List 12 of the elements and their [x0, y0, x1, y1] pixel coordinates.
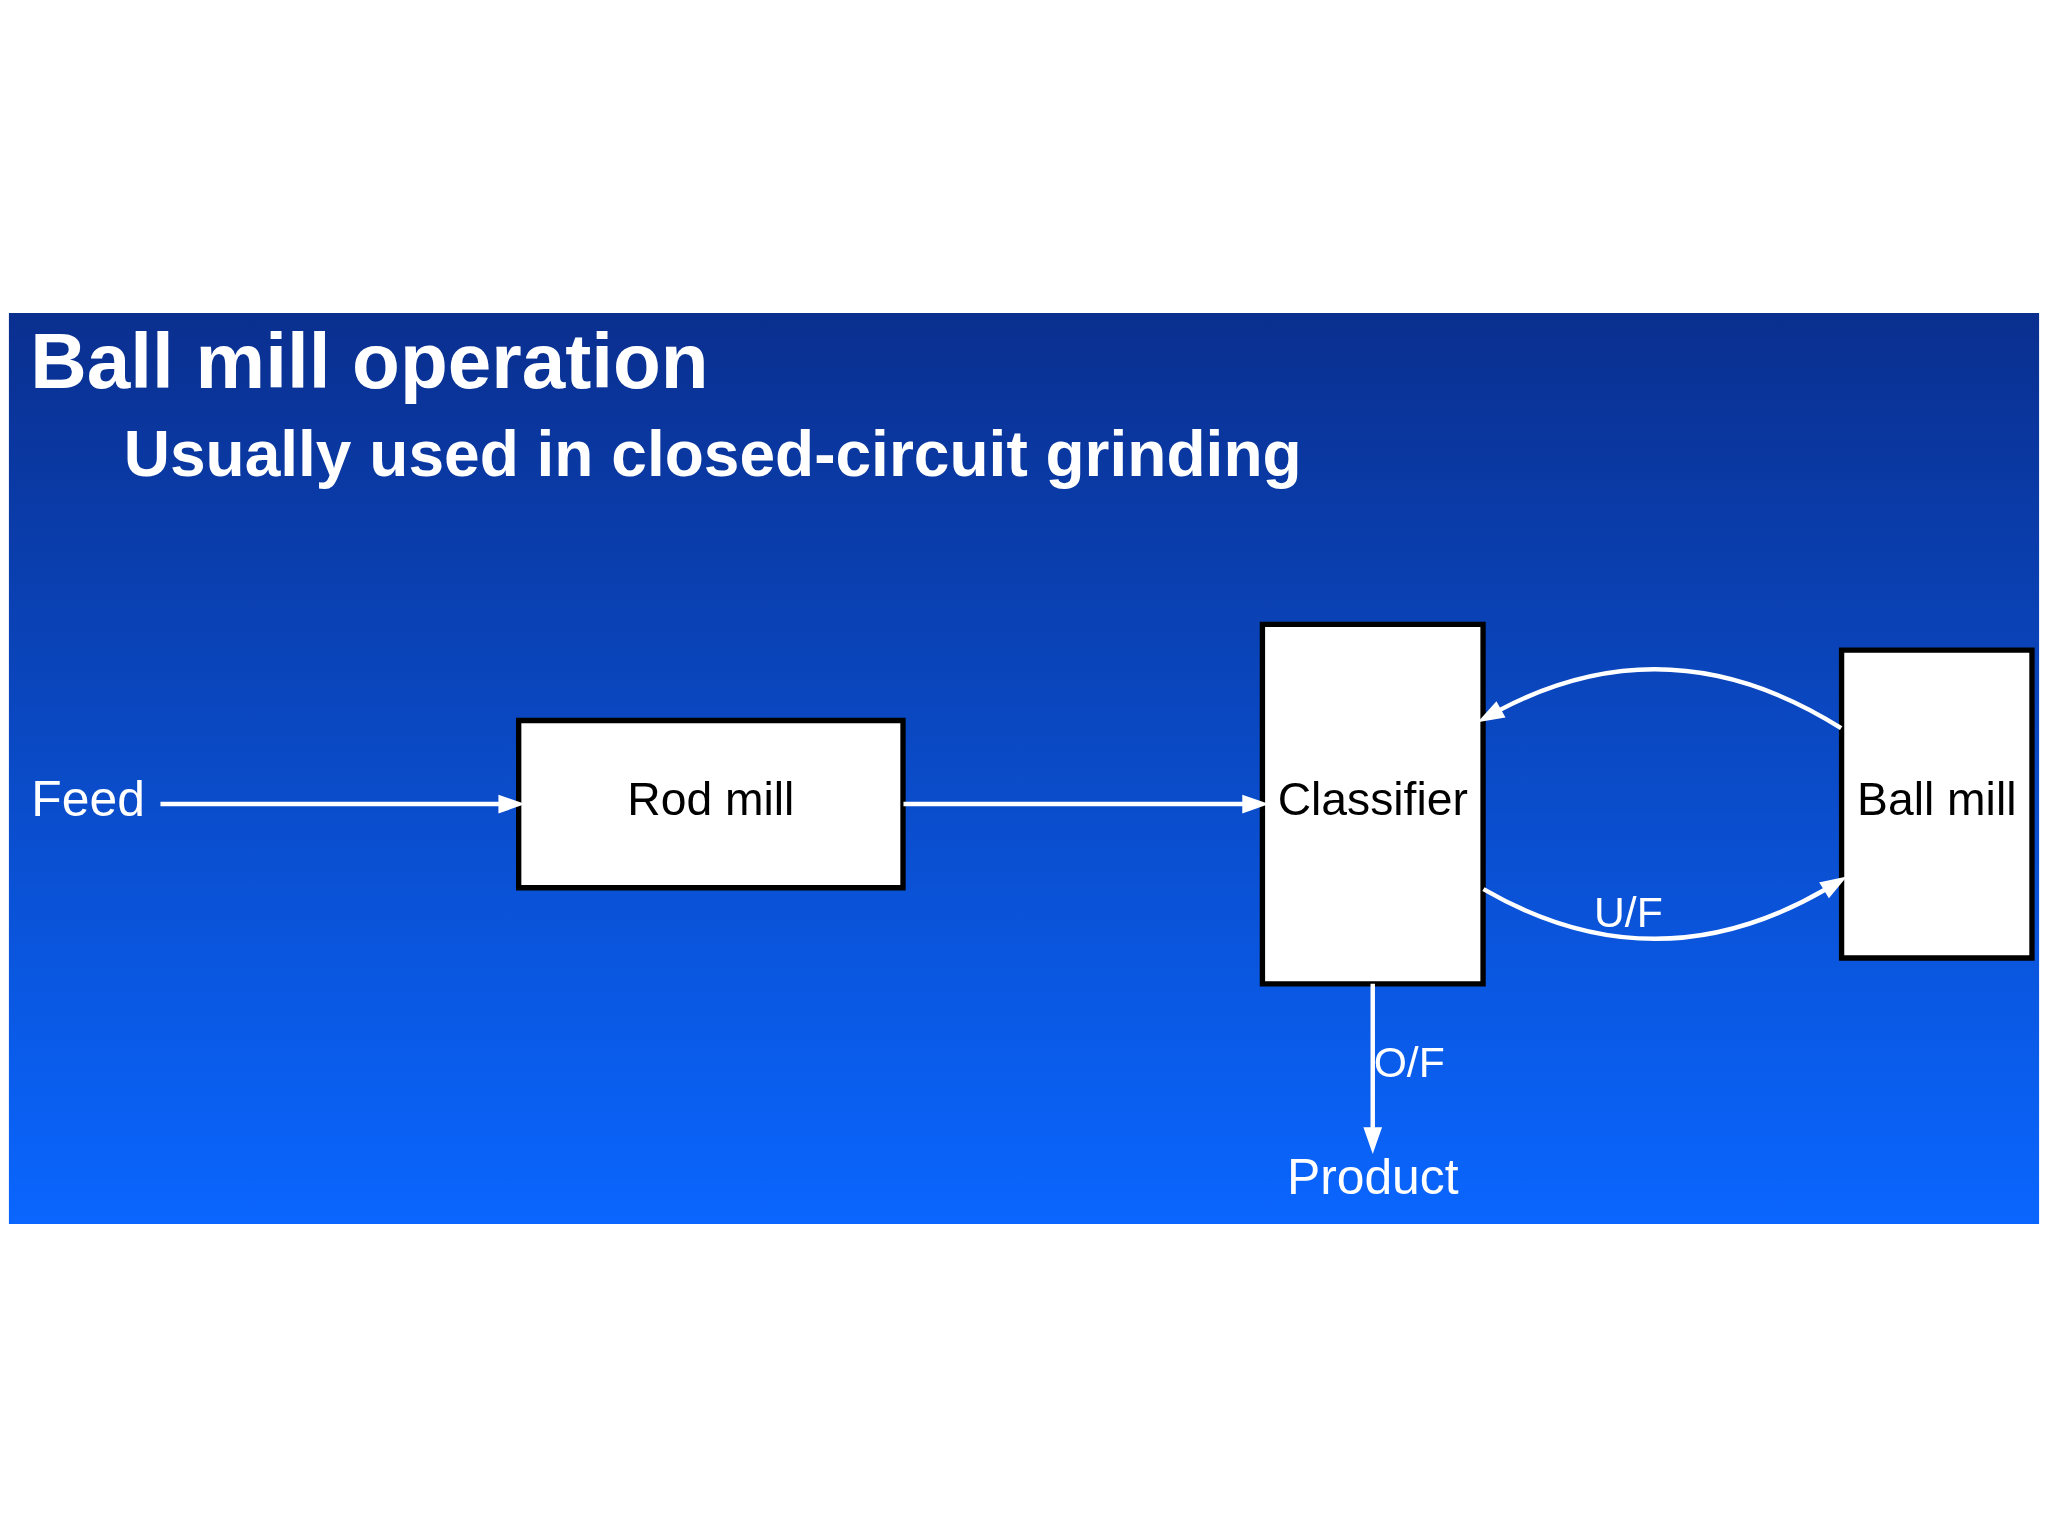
- node-box: Classifier: [1259, 621, 1486, 986]
- label: Usually used in closed-circuit grinding: [123, 417, 1302, 490]
- arrow: [1477, 666, 1843, 730]
- node-box: Ball mill: [1838, 647, 2035, 961]
- edge-label: U/F: [1594, 887, 1663, 936]
- arrow: [1482, 876, 1847, 941]
- node-text: Product: [1286, 1148, 1459, 1205]
- arrow: [1363, 983, 1383, 1154]
- diagram-title: Ball mill operation: [30, 316, 709, 405]
- node-text: Feed: [31, 770, 145, 827]
- edge-label: O/F: [1373, 1037, 1445, 1086]
- node-box: Rod mill: [516, 717, 906, 890]
